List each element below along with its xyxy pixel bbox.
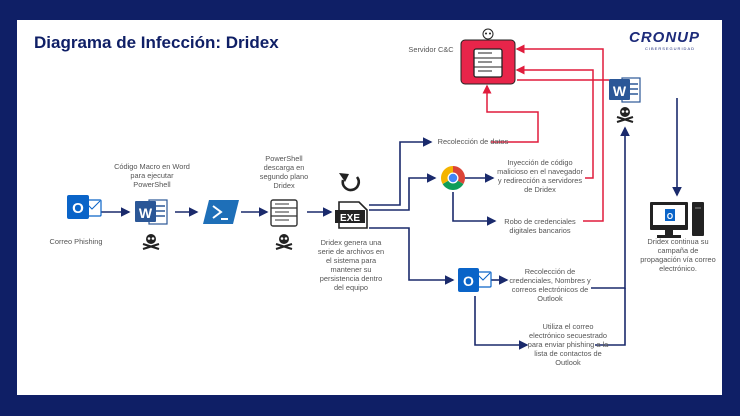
skull-icon	[142, 234, 160, 250]
svg-text:O: O	[72, 200, 84, 217]
arrow-exe-outlook	[369, 227, 455, 285]
word-icon: W	[135, 199, 168, 225]
outlook-icon: O	[458, 268, 492, 292]
steal-label: Robo de credenciales digitales bancarios	[504, 217, 576, 235]
server-label: Servidor C&C	[408, 45, 454, 54]
spread-label: Dridex continua su campaña de propagació…	[640, 237, 716, 273]
dridex-label: Dridex genera una serie de archivos en e…	[317, 238, 385, 292]
slide: Diagrama de Infección: Dridex CRONUP CIB…	[17, 20, 722, 395]
powershell-icon	[203, 200, 239, 224]
svg-text:W: W	[139, 205, 153, 221]
inject-label: Inyección de código malicioso en el nave…	[497, 158, 583, 194]
arrow-collect-word	[591, 126, 630, 289]
exe-icon: EXE	[335, 201, 368, 229]
server-icon	[460, 28, 516, 85]
arrow-inject-server	[515, 65, 594, 179]
cnc-arrows	[482, 44, 609, 222]
phish-label: Utiliza el correo electrónico secuestrad…	[527, 322, 609, 367]
arrow-phish-word	[595, 288, 626, 346]
refresh-icon	[339, 173, 361, 192]
arrow-chrome-steal	[452, 192, 497, 226]
skull-icon	[275, 234, 293, 250]
outlook-collect-label: Recolección de credenciales, Nombres y c…	[509, 267, 591, 303]
macro-label: Código Macro en Word para ejecutar Power…	[114, 162, 190, 189]
outlook-label: Correo Phishing	[49, 237, 103, 246]
brand-tagline: CIBERSEGURIDAD	[645, 46, 696, 51]
chrome-icon	[441, 166, 465, 190]
diagram-canvas: O W	[67, 28, 704, 350]
skull-icon	[616, 107, 634, 123]
word-icon: W	[609, 77, 641, 103]
server-icon	[270, 199, 298, 227]
arrow-exe-chrome	[369, 173, 437, 211]
exe-icon-text: EXE	[340, 213, 360, 224]
svg-text:O: O	[463, 273, 474, 289]
arrow-collect-server	[482, 84, 539, 143]
arrow-steal-server	[515, 44, 604, 222]
arrow-exe-collect	[369, 137, 433, 206]
svg-text:W: W	[613, 83, 627, 99]
collect-label: Recolección de datos	[437, 137, 509, 146]
powershell-label: PowerShell descarga en segundo plano Dri…	[259, 154, 309, 190]
arrow-outlook-phish	[474, 296, 529, 350]
outlook-icon: O	[67, 195, 102, 219]
flow-arrows	[101, 98, 682, 350]
computer-icon: O	[650, 202, 704, 238]
brand-logo: CRONUP	[629, 29, 701, 46]
svg-text:O: O	[667, 212, 673, 221]
page-title: Diagrama de Infección: Dridex	[34, 33, 279, 52]
